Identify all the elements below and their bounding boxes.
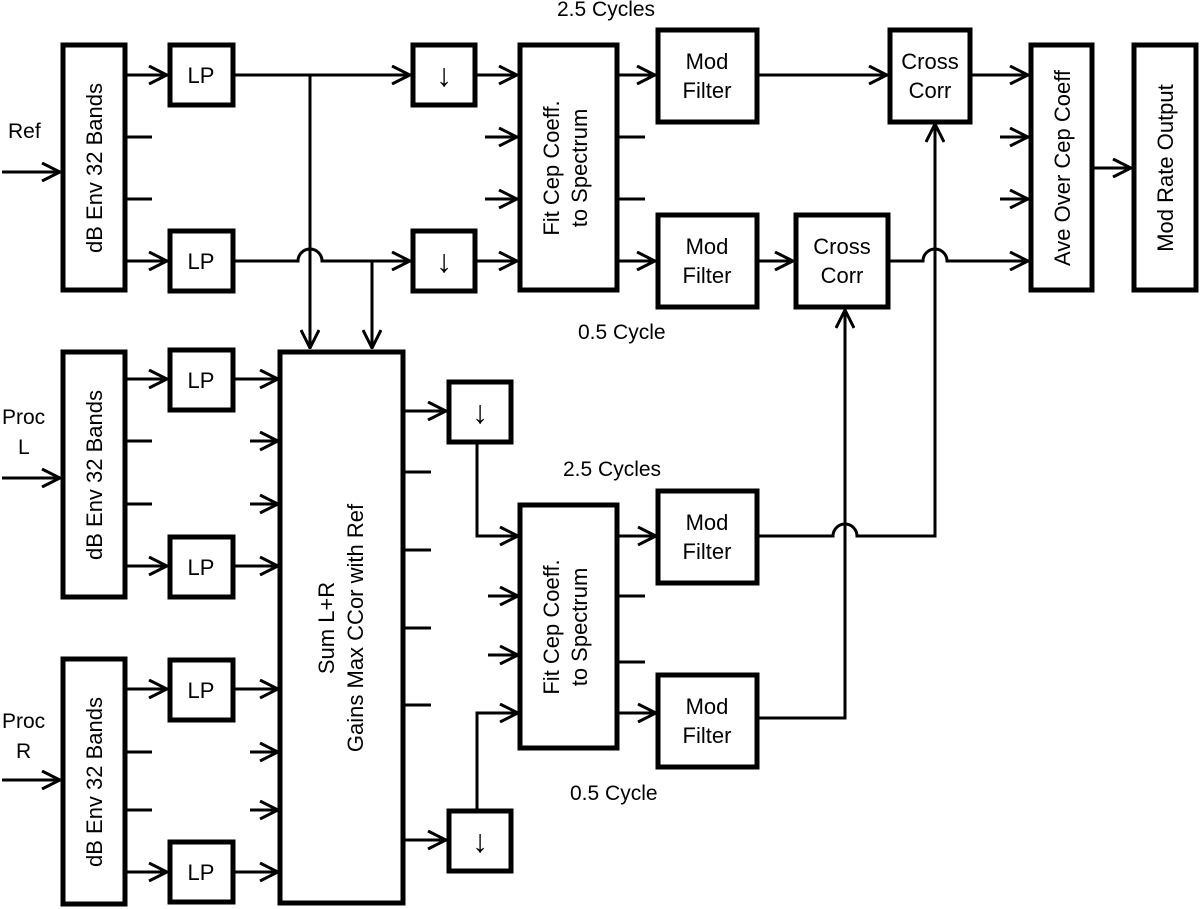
env-block-proc-r-label: dB Env 32 Bands xyxy=(82,697,107,867)
down-arrow-icon: ↓ xyxy=(472,823,488,859)
cross-corr-high: Cross Corr xyxy=(887,27,973,125)
downsample-block-proc-top: ↓ xyxy=(446,379,514,445)
input-label-proc-r-1: Proc xyxy=(2,710,45,733)
svg-text:Mod Rate Output: Mod Rate Output xyxy=(1153,84,1178,252)
svg-text:Ave Over Cep Coeff: Ave Over Cep Coeff xyxy=(1050,69,1075,266)
mod-filter-proc-low: Mod Filter xyxy=(655,672,760,770)
env-block-proc-l: dB Env 32 Bands xyxy=(60,349,128,600)
fit-block-ref: Fit Cep Coeff. to Spectrum xyxy=(517,42,620,293)
lp-block-ref-bottom: LP xyxy=(167,228,236,294)
down-arrow-icon: ↓ xyxy=(436,57,452,93)
svg-text:Corr: Corr xyxy=(909,78,952,103)
input-label-ref: Ref xyxy=(8,120,41,143)
svg-text:to Spectrum: to Spectrum xyxy=(567,109,592,228)
cycles-label-proc-low: 0.5 Cycle xyxy=(570,782,658,805)
cycles-label-ref-high: 2.5 Cycles xyxy=(557,0,655,21)
svg-text:LP: LP xyxy=(188,860,215,885)
average-block: Ave Over Cep Coeff xyxy=(1028,42,1095,293)
input-label-proc-l-2: L xyxy=(18,436,30,459)
input-label-proc-r-2: R xyxy=(16,740,31,763)
lp-block-ref-top: LP xyxy=(167,42,236,108)
env-block-ref-label: dB Env 32 Bands xyxy=(82,83,107,253)
env-block-proc-l-label: dB Env 32 Bands xyxy=(82,390,107,560)
downsample-block-ref-top: ↓ xyxy=(410,42,478,108)
env-block-proc-r: dB Env 32 Bands xyxy=(60,656,128,907)
lp-block-proc-l-bottom: LP xyxy=(167,534,236,600)
svg-text:LP: LP xyxy=(188,368,215,393)
svg-text:LP: LP xyxy=(188,555,215,580)
svg-text:Filter: Filter xyxy=(683,539,732,564)
svg-text:Filter: Filter xyxy=(683,263,732,288)
mod-filter-ref-low: Mod Filter xyxy=(655,212,760,310)
fit-block-proc: Fit Cep Coeff. to Spectrum xyxy=(517,502,620,751)
svg-text:to Spectrum: to Spectrum xyxy=(567,568,592,687)
svg-text:Mod: Mod xyxy=(686,49,729,74)
svg-text:LP: LP xyxy=(188,678,215,703)
down-arrow-icon: ↓ xyxy=(436,243,452,279)
lp-block-proc-r-top: LP xyxy=(167,657,236,723)
svg-text:Filter: Filter xyxy=(683,78,732,103)
cycles-label-ref-low: 0.5 Cycle xyxy=(578,321,666,344)
svg-text:Mod: Mod xyxy=(686,234,729,259)
svg-text:Mod: Mod xyxy=(686,694,729,719)
down-arrow-icon: ↓ xyxy=(472,394,488,430)
mod-filter-ref-high: Mod Filter xyxy=(655,27,760,125)
svg-text:LP: LP xyxy=(188,63,215,88)
sum-block-label-1: Sum L+R xyxy=(314,582,339,674)
svg-text:Filter: Filter xyxy=(683,723,732,748)
sum-block: Sum L+R Gains Max CCor with Ref xyxy=(277,349,406,906)
downsample-block-proc-bottom: ↓ xyxy=(446,808,514,874)
input-label-proc-l-1: Proc xyxy=(2,406,45,429)
svg-text:LP: LP xyxy=(188,249,215,274)
env-block-ref: dB Env 32 Bands xyxy=(60,42,128,293)
lp-block-proc-l-top: LP xyxy=(167,347,236,413)
svg-text:Cross: Cross xyxy=(901,49,958,74)
output-block: Mod Rate Output xyxy=(1131,42,1199,293)
svg-text:Fit Cep Coeff.: Fit Cep Coeff. xyxy=(539,559,564,694)
cross-corr-low: Cross Corr xyxy=(793,212,891,310)
cycles-label-proc-high: 2.5 Cycles xyxy=(563,458,661,481)
svg-text:Fit Cep Coeff.: Fit Cep Coeff. xyxy=(539,100,564,235)
mod-filter-proc-high: Mod Filter xyxy=(655,488,760,586)
connection-lines xyxy=(2,75,1131,872)
lp-block-proc-r-bottom: LP xyxy=(167,839,236,905)
svg-text:Corr: Corr xyxy=(821,263,864,288)
downsample-block-ref-bottom: ↓ xyxy=(410,228,478,294)
svg-text:Cross: Cross xyxy=(813,234,870,259)
svg-text:Mod: Mod xyxy=(686,510,729,535)
sum-block-label-2: Gains Max CCor with Ref xyxy=(343,503,368,752)
